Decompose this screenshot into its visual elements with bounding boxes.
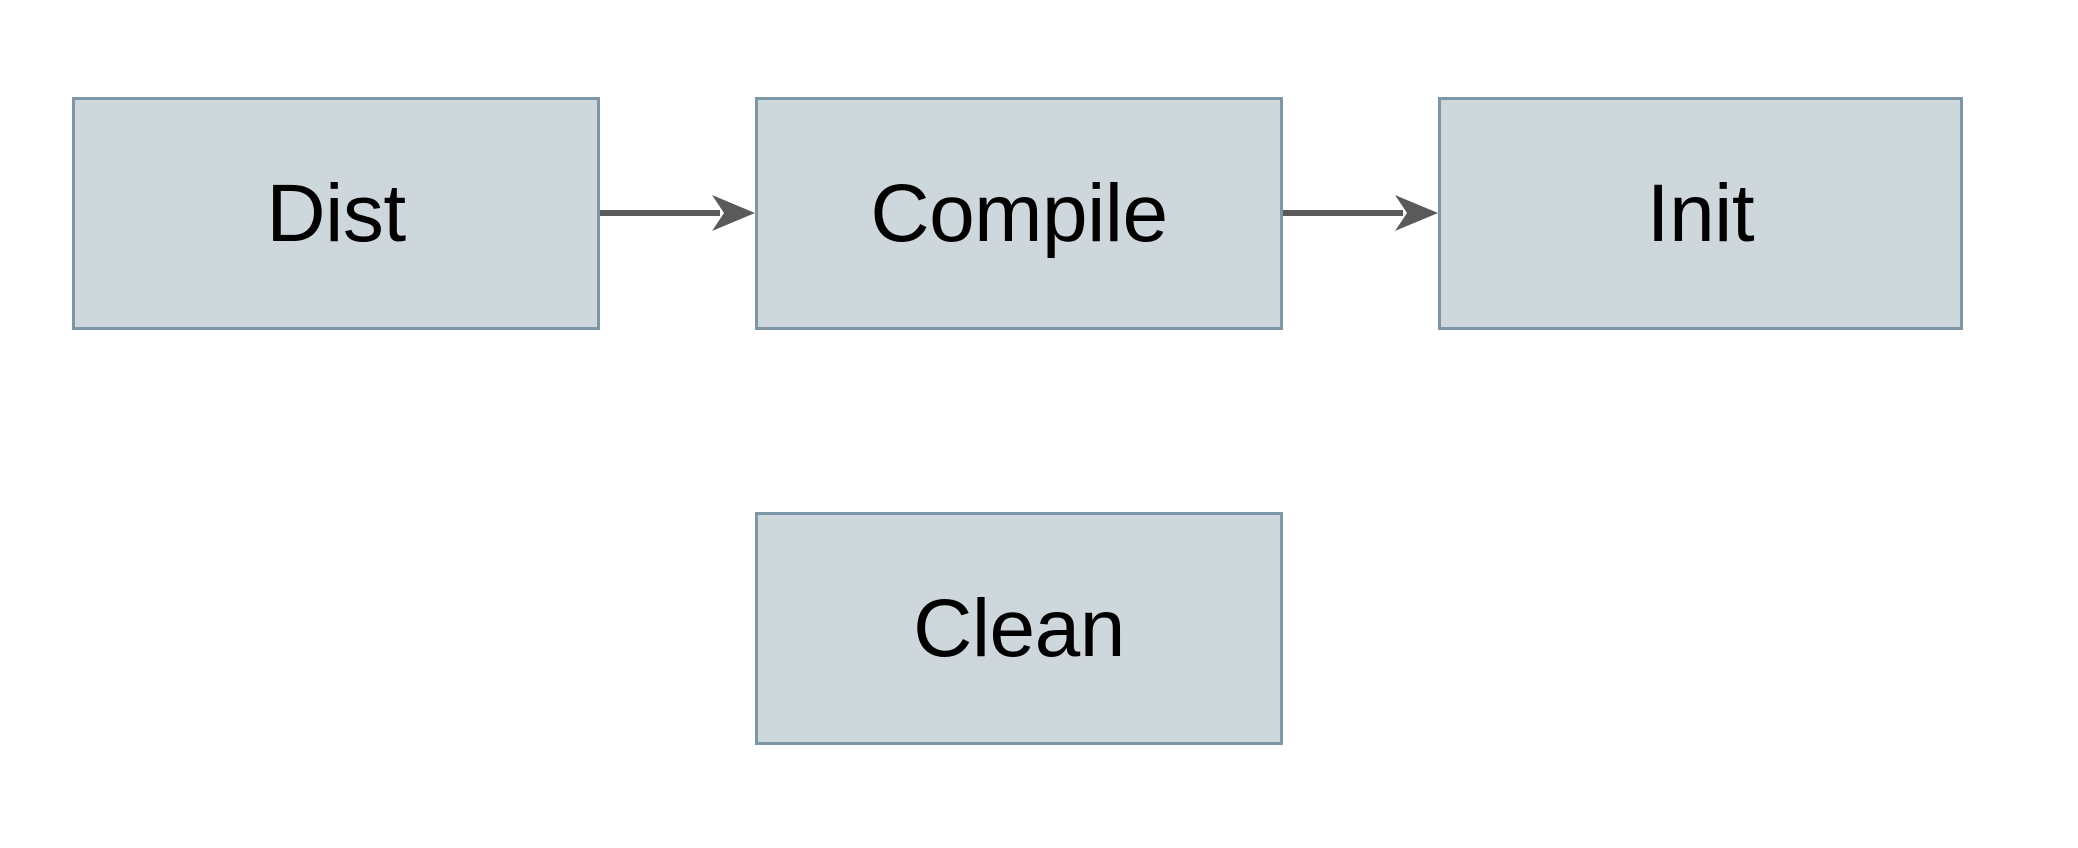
edge-compile-to-init[interactable] — [1283, 195, 1438, 231]
node-clean-label: Clean — [913, 582, 1125, 674]
node-compile-label: Compile — [870, 167, 1168, 259]
arrowhead-icon — [712, 195, 755, 231]
node-init[interactable]: Init — [1438, 97, 1963, 330]
node-dist-label: Dist — [266, 167, 406, 259]
arrowhead-icon — [1395, 195, 1438, 231]
node-clean[interactable]: Clean — [755, 512, 1283, 745]
node-dist[interactable]: Dist — [72, 97, 600, 330]
node-init-label: Init — [1646, 167, 1755, 259]
edge-dist-to-compile[interactable] — [600, 195, 755, 231]
node-compile[interactable]: Compile — [755, 97, 1283, 330]
